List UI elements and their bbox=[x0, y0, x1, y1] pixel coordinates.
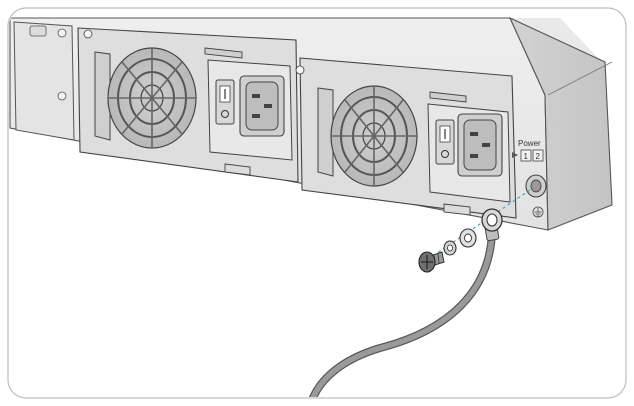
power-indicator-panel: Power 1 2 bbox=[512, 139, 544, 162]
ground-stud bbox=[525, 174, 547, 198]
left-blank-module bbox=[13, 21, 75, 141]
ground-cable bbox=[309, 229, 495, 397]
screw-icon bbox=[418, 251, 445, 273]
washer-icon bbox=[459, 228, 477, 248]
power-switch-icon bbox=[435, 119, 455, 165]
ground-symbol-icon bbox=[532, 206, 544, 218]
ring-terminal-icon bbox=[481, 208, 503, 242]
power-label: Power bbox=[518, 139, 541, 148]
ac-inlet-icon bbox=[457, 113, 503, 177]
power-supply-2 bbox=[295, 57, 517, 219]
screw-icon bbox=[57, 91, 67, 101]
port-2-label: 2 bbox=[536, 152, 541, 161]
power-switch-icon bbox=[215, 79, 235, 125]
washer-icon bbox=[443, 240, 457, 256]
screw-icon bbox=[83, 29, 93, 39]
chassis-side-face bbox=[508, 16, 613, 231]
fan-icon bbox=[107, 47, 197, 149]
port-1-label: 1 bbox=[524, 152, 529, 161]
power-supply-1 bbox=[77, 27, 299, 183]
fan-icon bbox=[330, 85, 418, 187]
screw-icon bbox=[57, 28, 67, 38]
screw-icon bbox=[295, 65, 305, 75]
ac-inlet-icon bbox=[239, 75, 285, 137]
